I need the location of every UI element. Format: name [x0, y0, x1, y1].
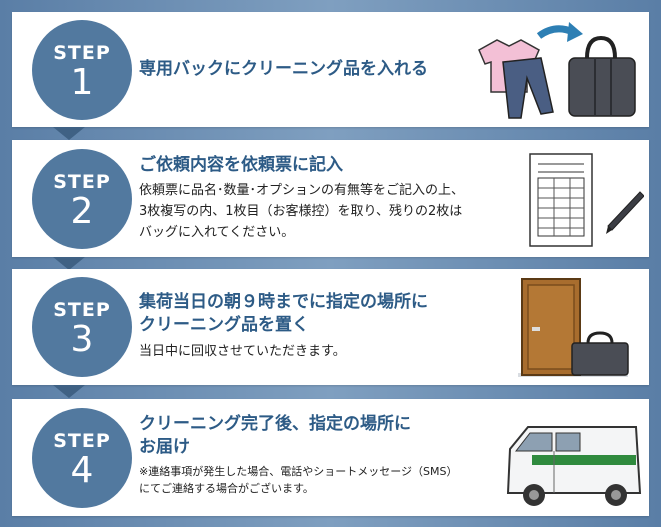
step-2-desc-line: 依頼票に品名･数量･オプションの有無等をご記入の上、: [139, 183, 465, 198]
step-arrow-3: [53, 385, 85, 398]
step-2-title: ご依頼内容を依頼票に記入: [139, 155, 343, 175]
step-4-title-line: お届け: [139, 437, 190, 457]
delivery-van-icon: [506, 426, 642, 506]
step-4-number: 4: [70, 450, 94, 491]
step-3-title: 集荷当日の朝９時までに指定の場所に クリーニング品を置く: [139, 291, 428, 337]
step-arrow-1: [53, 127, 85, 140]
step-2-desc-line: バッグに入れてください。: [139, 225, 295, 240]
step-1-title: 専用バックにクリーニング品を入れる: [139, 59, 428, 79]
step-3-badge: STEP 3: [32, 277, 132, 377]
step-4-badge: STEP 4: [32, 408, 132, 508]
step-3-desc-line: 当日中に回収させていただきます。: [139, 344, 346, 359]
step-1-card: STEP 1 専用バックにクリーニング品を入れる: [12, 12, 649, 127]
step-4-label: STEP: [53, 430, 111, 452]
step-2-label: STEP: [53, 171, 111, 193]
step-2-description: 依頼票に品名･数量･オプションの有無等をご記入の上、 3枚複写の内、1枚目（お客…: [139, 180, 464, 243]
step-4-title: クリーニング完了後、指定の場所に お届け: [139, 413, 411, 459]
step-4-note-line: にてご連絡する場合がございます。: [139, 482, 314, 495]
step-1-label: STEP: [53, 42, 111, 64]
door-and-bag-icon: [518, 278, 629, 377]
step-2-number: 2: [70, 191, 94, 232]
step-3-description: 当日中に回収させていただきます。: [139, 341, 346, 362]
step-3-card: STEP 3 集荷当日の朝９時までに指定の場所に クリーニング品を置く 当日中に…: [12, 269, 649, 385]
step-3-number: 3: [70, 319, 94, 360]
step-4-title-line: クリーニング完了後、指定の場所に: [139, 414, 411, 434]
step-arrow-2: [53, 257, 85, 270]
step-2-card: STEP 2 ご依頼内容を依頼票に記入 依頼票に品名･数量･オプションの有無等を…: [12, 140, 649, 257]
step-3-label: STEP: [53, 299, 111, 321]
step-4-note: ※連絡事項が発生した場合、電話やショートメッセージ（SMS） にてご連絡する場合…: [139, 463, 457, 497]
step-2-badge: STEP 2: [32, 149, 132, 249]
form-and-pen-icon: [529, 153, 644, 247]
step-3-title-line: クリーニング品を置く: [139, 315, 309, 335]
step-1-badge: STEP 1: [32, 20, 132, 120]
step-4-card: STEP 4 クリーニング完了後、指定の場所に お届け ※連絡事項が発生した場合…: [12, 399, 649, 516]
step-2-desc-line: 3枚複写の内、1枚目（お客様控）を取り、残りの2枚は: [139, 204, 463, 219]
step-4-note-line: ※連絡事項が発生した場合、電話やショートメッセージ（SMS）: [139, 465, 458, 478]
step-3-title-line: 集荷当日の朝９時までに指定の場所に: [139, 292, 428, 312]
step-1-number: 1: [70, 62, 94, 103]
clothes-to-bag-icon: [478, 22, 636, 119]
